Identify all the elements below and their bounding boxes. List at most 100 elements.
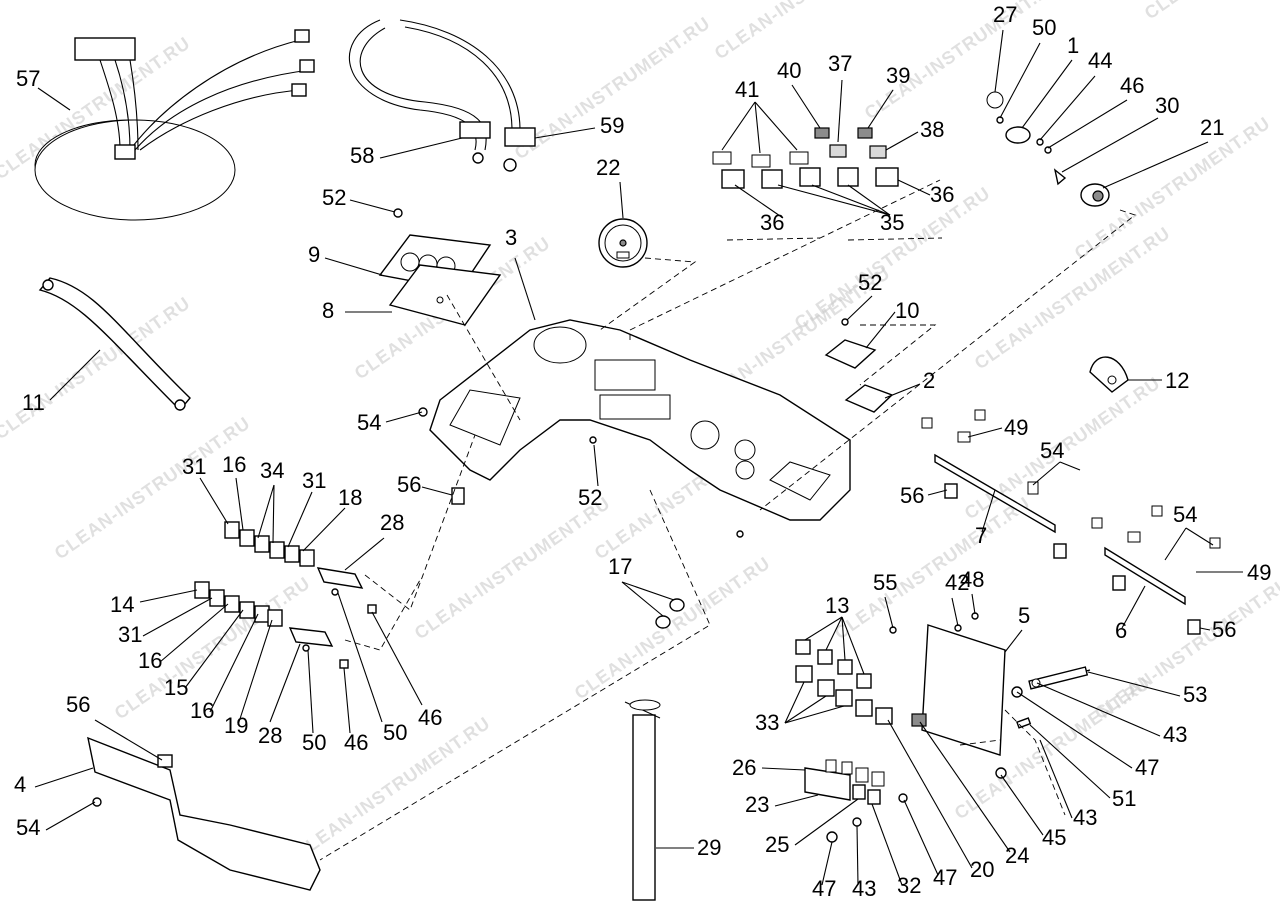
leader-c53 (1087, 671, 1181, 697)
leader-c55 (884, 596, 894, 629)
dashboard-panel-3 (429, 319, 851, 521)
leader-c47b (903, 799, 939, 876)
leader-c58 (379, 137, 463, 159)
callout-c57a: 57 (16, 66, 40, 91)
callout-c59: 59 (600, 113, 624, 138)
leader-c51 (1029, 724, 1111, 799)
leader-c38 (885, 131, 919, 151)
leader-c32 (871, 803, 903, 886)
leader-c26 (761, 767, 806, 771)
leader-c35 (777, 184, 891, 216)
leader-c54a (385, 411, 423, 423)
leader-c17 (621, 581, 675, 601)
leader-c50b (307, 649, 314, 734)
callout-c31c: 31 (118, 622, 142, 647)
leader-c11 (49, 349, 101, 401)
callout-c50b: 50 (302, 730, 326, 755)
screw-52c (589, 436, 597, 444)
leader-c36a (734, 184, 784, 219)
callout-c47c: 47 (812, 876, 836, 901)
leader-c47a (1016, 691, 1133, 769)
nut-46c (339, 659, 349, 669)
leader-c9 (324, 257, 383, 276)
callout-c9: 9 (308, 242, 320, 267)
nut-56a (451, 487, 465, 505)
callout-c42: 42 (945, 570, 969, 595)
callout-c11: 11 (22, 390, 45, 415)
parts-layer (34, 19, 1221, 901)
callout-c5: 5 (1018, 603, 1030, 628)
leader-c16b (159, 603, 229, 663)
leader-c54c (1164, 527, 1187, 561)
callout-c13: 13 (825, 593, 849, 618)
callout-c39: 39 (886, 63, 910, 88)
leader-c4 (34, 767, 94, 788)
leader-c56c (1199, 627, 1211, 631)
callout-c49b: 49 (1247, 560, 1271, 585)
callout-c54d: 54 (16, 815, 40, 840)
callout-c56d: 56 (66, 692, 90, 717)
callout-c20: 20 (970, 857, 994, 882)
leader-c33 (784, 695, 827, 724)
leader-c23 (774, 794, 819, 807)
callout-c6: 6 (1115, 618, 1127, 643)
callout-c54a: 54 (357, 410, 381, 435)
callout-c47a: 47 (1135, 755, 1159, 780)
bracket-6 (1091, 505, 1221, 635)
lower-panel-4 (87, 736, 321, 891)
switch-group-35-41 (712, 127, 899, 189)
callout-c21: 21 (1200, 115, 1224, 140)
leader-c28a (344, 537, 385, 571)
callout-c16c: 16 (190, 698, 214, 723)
leader-c37 (837, 79, 843, 143)
callout-c58: 58 (350, 143, 374, 168)
callout-c46b: 46 (344, 730, 368, 755)
callout-c17: 17 (608, 554, 632, 579)
leader-c13 (804, 616, 843, 641)
cable-set-58-59 (349, 19, 536, 172)
callout-c46c: 46 (418, 705, 442, 730)
callout-c52a: 52 (322, 185, 346, 210)
leader-c33 (784, 681, 805, 724)
leader-c31b (287, 491, 313, 548)
screw-50b (302, 644, 310, 652)
callout-c12: 12 (1165, 368, 1189, 393)
switch-row-upper (224, 521, 315, 567)
socket-28b (288, 627, 334, 647)
leader-c17 (621, 581, 664, 617)
callout-c53: 53 (1183, 682, 1207, 707)
callout-c40: 40 (777, 58, 801, 83)
fuel-sender-29 (624, 699, 661, 901)
leader-c45 (1000, 774, 1044, 836)
callout-c16b: 16 (138, 648, 162, 673)
assembly-lines (319, 179, 1136, 861)
callout-c52c: 52 (578, 485, 602, 510)
leader-c39 (867, 89, 894, 129)
leader-lines (34, 29, 1243, 886)
callout-c35: 35 (880, 210, 904, 235)
leader-c52a (349, 199, 396, 213)
gauge-22 (598, 218, 648, 268)
leader-c13 (841, 616, 865, 675)
callout-c10: 10 (895, 298, 919, 323)
leader-c50c (337, 592, 383, 723)
horn-12 (1089, 356, 1129, 393)
callout-c52b: 52 (858, 270, 882, 295)
callout-c26: 26 (732, 755, 756, 780)
callout-c34: 34 (260, 458, 284, 483)
leader-c2 (884, 383, 921, 399)
leader-c21 (1102, 141, 1209, 189)
leader-c35 (847, 184, 891, 216)
fasteners-lower-right (826, 666, 1091, 843)
callout-c28a: 28 (380, 510, 404, 535)
callout-c41: 41 (735, 77, 759, 102)
screw-50c (331, 588, 339, 596)
callout-c54b: 54 (1040, 438, 1064, 463)
callout-c29: 29 (697, 835, 721, 860)
callout-c44: 44 (1088, 48, 1112, 73)
leader-c43a (1036, 682, 1161, 737)
leader-c41 (721, 101, 756, 151)
screw-52a (393, 208, 403, 218)
leader-c41 (754, 101, 798, 151)
